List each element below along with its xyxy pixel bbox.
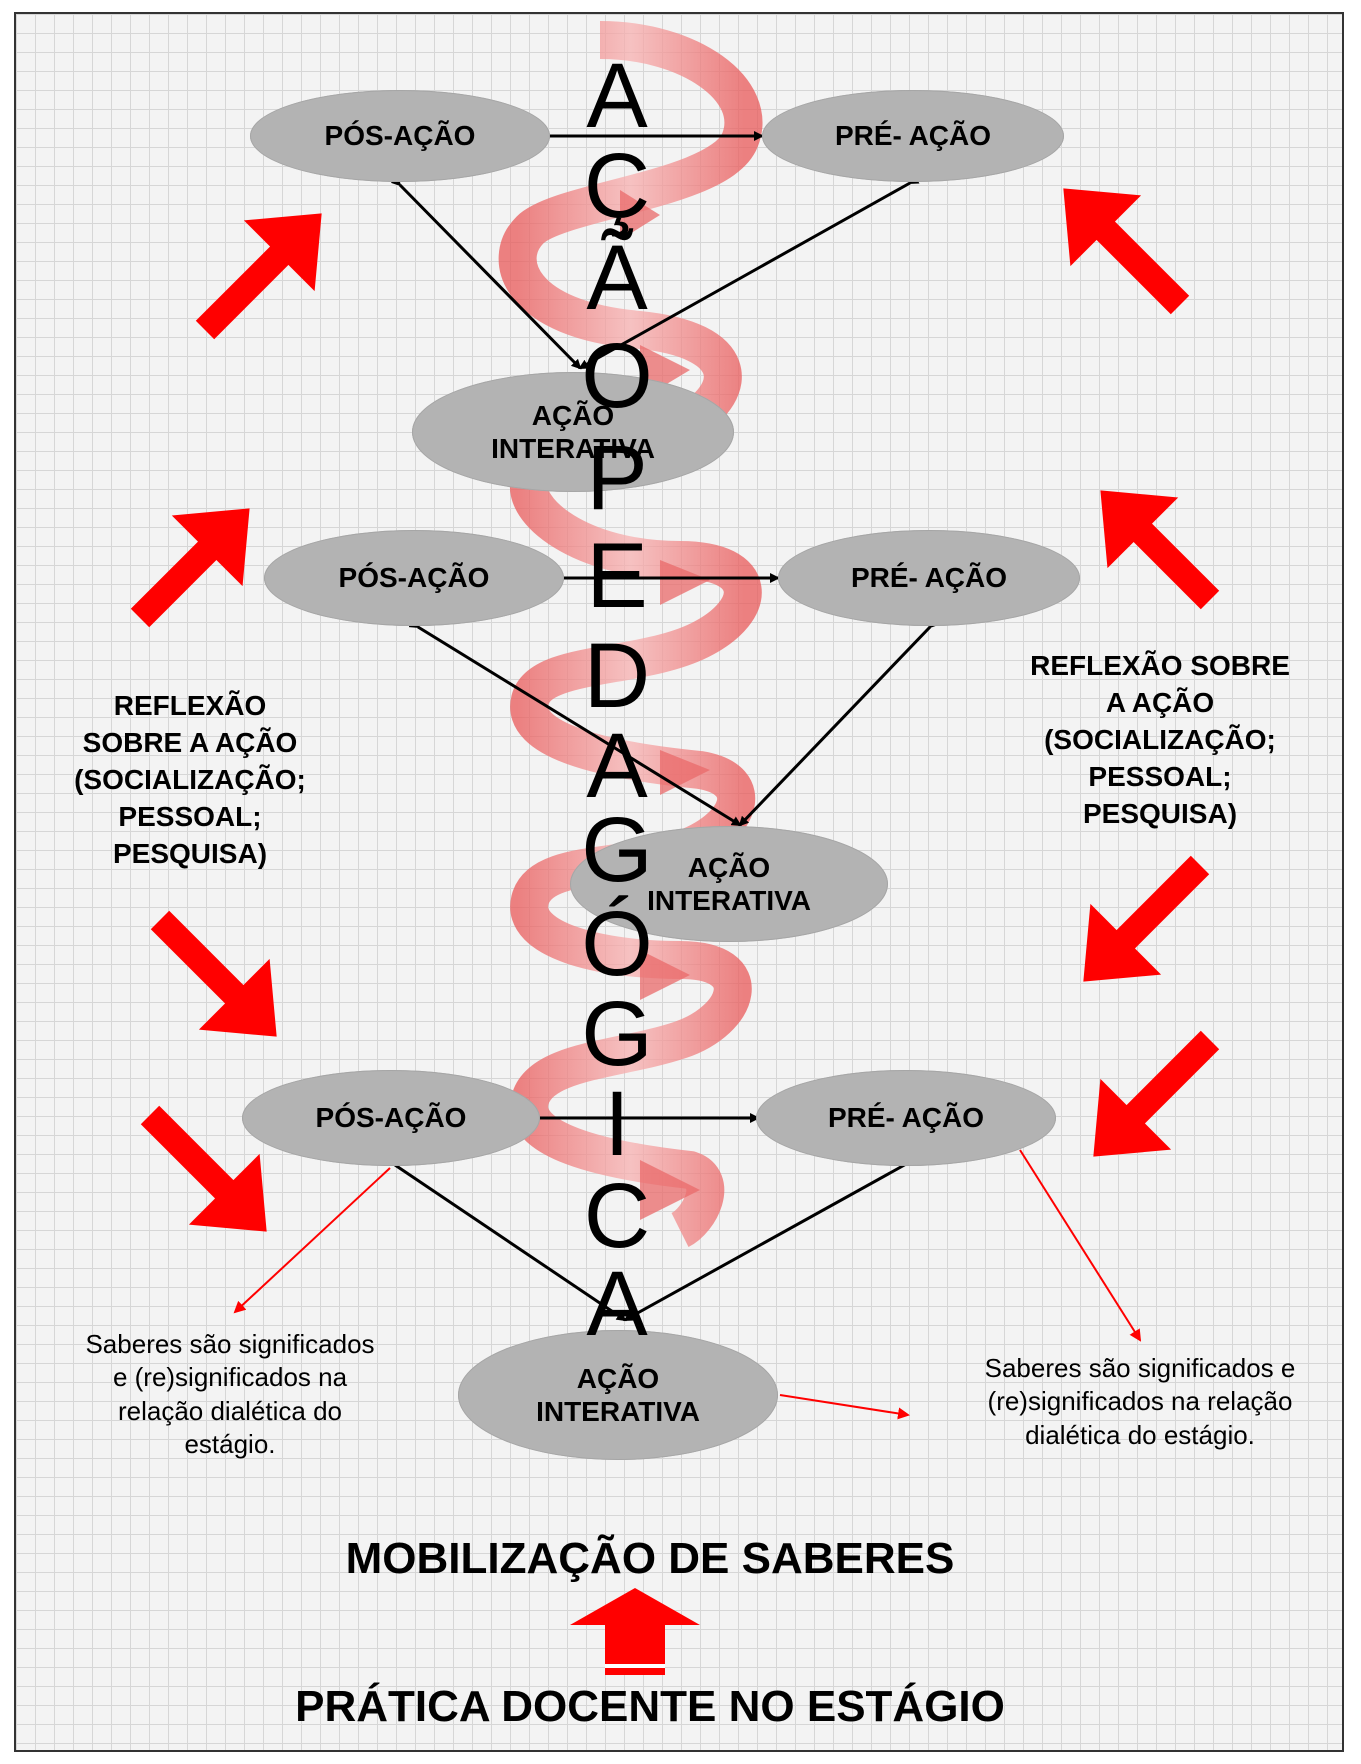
acao-interativa-ellipse: AÇÃO INTERATIVA [458,1330,778,1460]
pre-acao-label: PRÉ- AÇÃO [827,1102,985,1134]
pos-acao-ellipse: PÓS-AÇÃO [250,90,550,182]
acao-interativa-label: AÇÃO INTERATIVA [491,399,655,464]
vertical-letter: P [586,427,648,529]
mobilizacao-title: MOBILIZAÇÃO DE SABERES [345,1534,955,1583]
acao-interativa-label: AÇÃO INTERATIVA [536,1362,700,1427]
pre-acao-ellipse: PRÉ- AÇÃO [756,1070,1056,1166]
vertical-letter: Ã [586,227,648,329]
vertical-letter: Ó [581,893,653,995]
arrow-up-right-icon [130,508,250,628]
arrow-down-right-icon [140,1105,267,1232]
connectors-level-2 [408,573,940,827]
saberes-left-note: Saberes são significados e (re)significa… [85,1329,375,1459]
vertical-letter: A [586,45,648,147]
vertical-letter: A [586,1253,648,1355]
vertical-letter: Ç [583,135,651,237]
vertical-letter: O [581,325,653,427]
arrow-up-left-icon [1063,188,1190,315]
saberes-right-note: Saberes são significados e (re)significa… [984,1353,1296,1450]
vertical-letter: C [583,1165,651,1267]
pre-acao-ellipse: PRÉ- AÇÃO [778,530,1080,626]
connectors-level-1 [390,131,920,370]
arrow-up-right-icon [195,213,322,340]
vertical-letter: E [586,525,648,627]
pos-acao-label: PÓS-AÇÃO [338,562,490,594]
pos-acao-label: PÓS-AÇÃO [324,120,476,152]
acao-interativa-ellipse: AÇÃO INTERATIVA [412,372,734,492]
pre-acao-label: PRÉ- AÇÃO [850,562,1008,594]
acao-interativa-ellipse: AÇÃO INTERATIVA [570,826,888,942]
arrow-up-icon [570,1588,700,1675]
pos-acao-label: PÓS-AÇÃO [315,1102,467,1134]
big-red-arrow-icons [130,188,1220,1675]
pos-acao-ellipse: PÓS-AÇÃO [242,1070,540,1166]
pratica-title: PRÁTICA DOCENTE NO ESTÁGIO [295,1682,1005,1731]
pos-acao-ellipse: PÓS-AÇÃO [264,530,564,626]
arrow-down-left-icon [1083,855,1210,982]
vertical-letter: G [581,983,653,1085]
arrow-up-left-icon [1100,490,1220,610]
arrow-down-right-icon [150,910,277,1037]
vertical-letter: A [586,715,648,817]
vertical-letter: G [581,799,653,901]
arrow-down-left-icon [1093,1030,1220,1157]
pre-acao-label: PRÉ- AÇÃO [834,120,992,152]
pre-acao-ellipse: PRÉ- AÇÃO [762,90,1064,182]
vertical-letter: I [604,1073,630,1175]
reflexao-right-text: REFLEXÃO SOBRE A AÇÃO (SOCIALIZAÇÃO; PES… [1030,650,1290,829]
reflexao-left-text: REFLEXÃO SOBRE A AÇÃO (SOCIALIZAÇÃO; PES… [74,690,306,869]
acao-interativa-label: AÇÃO INTERATIVA [647,851,811,916]
connectors-level-3 [385,1113,918,1322]
vertical-letter: D [583,625,651,727]
note-connectors [233,1149,1142,1420]
